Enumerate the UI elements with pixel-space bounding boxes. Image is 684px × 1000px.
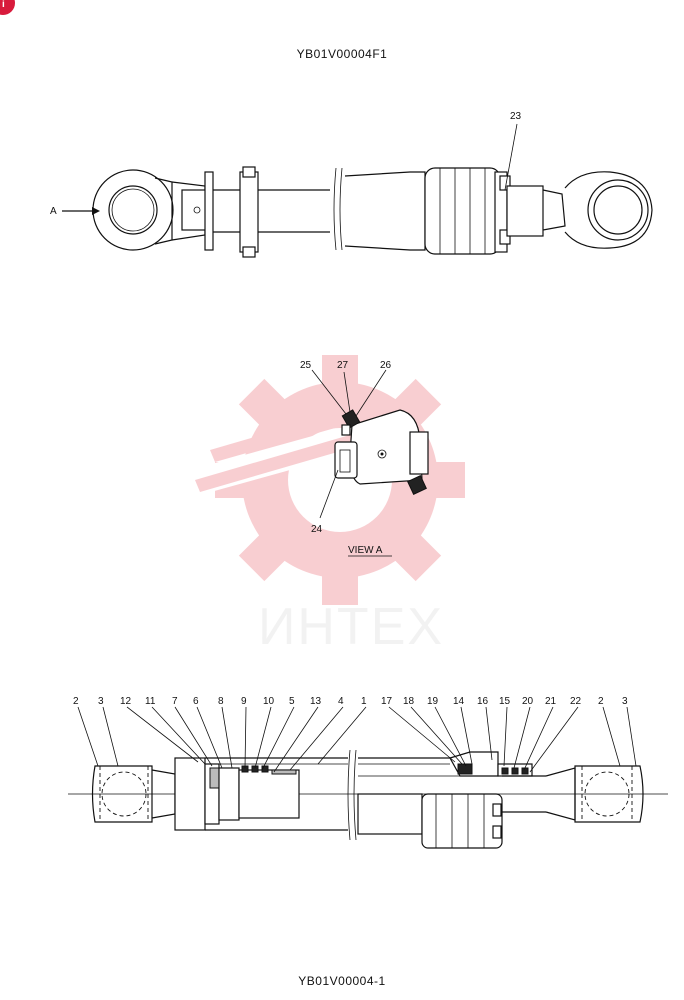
tube-clamp — [239, 171, 259, 253]
left-rod-eye-outer — [92, 169, 174, 251]
callout-9: 9 — [241, 696, 247, 707]
callout-10: 10 — [263, 696, 275, 707]
drawing-code-footer: YB01V00004-1 — [298, 974, 386, 988]
right-rod-eye-bore — [593, 185, 643, 235]
view-a-detail: 25 27 26 24 VIEW A — [300, 360, 429, 557]
view-a-caption: VIEW A — [348, 545, 383, 556]
callout-22: 22 — [570, 696, 582, 707]
callout-21: 21 — [545, 696, 557, 707]
callout-3-left: 3 — [98, 696, 104, 707]
callout-13: 13 — [310, 696, 322, 707]
callout-23: 23 — [510, 111, 522, 122]
callout-11: 11 — [145, 696, 156, 707]
cylinder-external-view: 23 A — [50, 111, 653, 258]
callout-14: 14 — [453, 696, 465, 707]
view-arrow-label: A — [50, 206, 57, 217]
left-bushing — [101, 771, 147, 817]
cylinder-head — [424, 167, 501, 255]
corner-badge-text: i — [2, 0, 5, 10]
callout-25: 25 — [300, 360, 312, 371]
callout-19: 19 — [427, 696, 439, 707]
callout-16: 16 — [477, 696, 489, 707]
head-bolt-lower — [499, 229, 511, 245]
rod-seal — [457, 763, 473, 775]
callout-5: 5 — [289, 696, 295, 707]
piston — [238, 769, 300, 819]
callout-7: 7 — [172, 696, 178, 707]
right-rod-eye-outer — [587, 179, 649, 241]
callout-12: 12 — [120, 696, 132, 707]
callout-2-right: 2 — [598, 696, 604, 707]
right-bushing — [584, 771, 630, 817]
corner-badge: i — [0, 0, 15, 15]
drawing-code-header: YB01V00004F1 — [296, 47, 388, 61]
callout-3-right: 3 — [622, 696, 628, 707]
callout-18: 18 — [403, 696, 415, 707]
callout-6: 6 — [193, 696, 199, 707]
left-rod-eye-bore — [108, 185, 158, 235]
watermark-gear-logo: ИНТЕХ — [190, 355, 465, 656]
section-cylinder-head — [421, 793, 503, 849]
callout-17: 17 — [381, 696, 393, 707]
callout-15: 15 — [499, 696, 511, 707]
callout-2-left: 2 — [73, 696, 79, 707]
callout-4: 4 — [338, 696, 344, 707]
callout-26: 26 — [380, 360, 392, 371]
callout-1: 1 — [361, 696, 367, 707]
callout-8: 8 — [218, 696, 224, 707]
callout-24: 24 — [311, 524, 323, 535]
watermark-text: ИНТЕХ — [258, 598, 444, 656]
cylinder-section-view: 2 3 12 11 7 6 8 9 10 5 13 4 1 17 18 19 1… — [68, 696, 668, 849]
callout-20: 20 — [522, 696, 534, 707]
callout-27: 27 — [337, 360, 349, 371]
